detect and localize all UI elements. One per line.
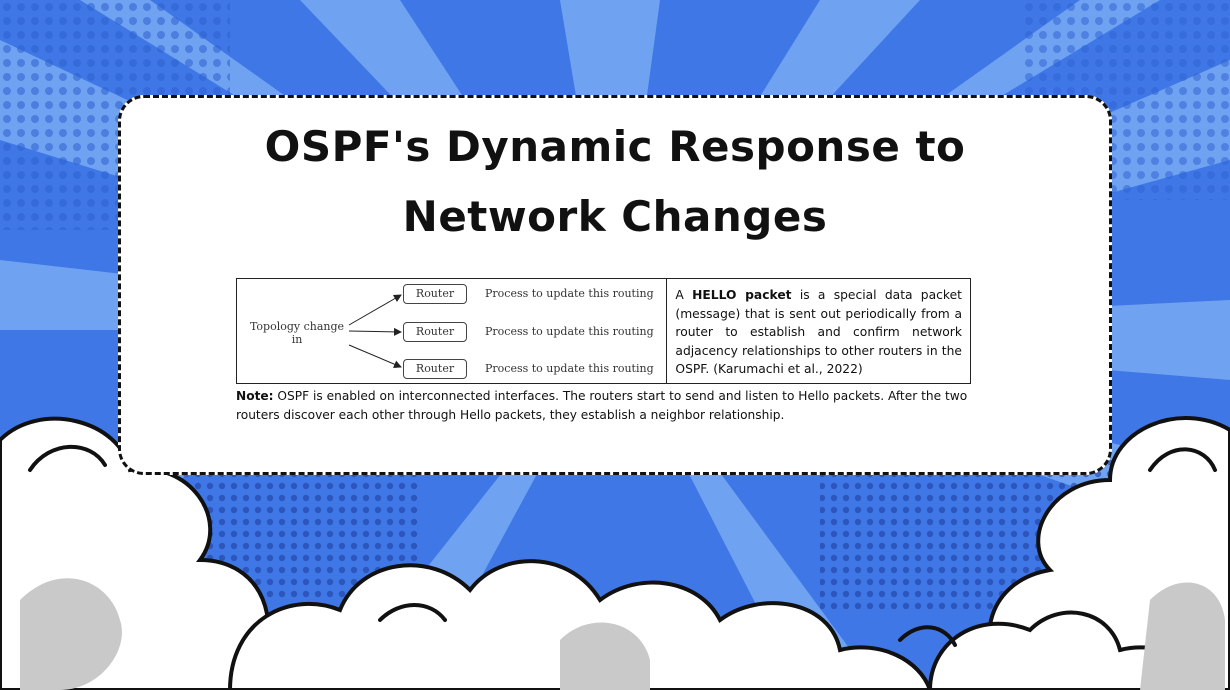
ospf-figure: Topology change in Router Router Router … bbox=[236, 278, 971, 384]
topology-change-label: Topology change in bbox=[247, 320, 347, 346]
topology-label-line2: in bbox=[291, 333, 303, 346]
slide-title: OSPF's Dynamic Response to Network Chang… bbox=[121, 112, 1109, 252]
arrow-lines bbox=[348, 294, 402, 368]
router-box-2: Router bbox=[403, 322, 467, 342]
hello-text: is a special data packet (message) that … bbox=[675, 288, 962, 376]
note-label: Note: bbox=[236, 389, 274, 403]
note-text: OSPF is enabled on interconnected interf… bbox=[236, 389, 968, 422]
process-label-3: Process to update this routing bbox=[485, 362, 654, 375]
router-box-1: Router bbox=[403, 284, 467, 304]
hello-packet-description: A HELLO packet is a special data packet … bbox=[667, 279, 970, 383]
topology-diagram: Topology change in Router Router Router … bbox=[237, 279, 668, 383]
slide-title-line2: Network Changes bbox=[402, 192, 828, 241]
slide-title-line1: OSPF's Dynamic Response to bbox=[264, 122, 966, 171]
hello-term: HELLO packet bbox=[692, 288, 792, 302]
process-label-2: Process to update this routing bbox=[485, 325, 654, 338]
cloud-decoration bbox=[0, 416, 1230, 690]
process-label-1: Process to update this routing bbox=[485, 287, 654, 300]
topology-label-line1: Topology change bbox=[249, 320, 345, 333]
hello-prefix: A bbox=[675, 288, 684, 302]
content-card: OSPF's Dynamic Response to Network Chang… bbox=[118, 95, 1112, 475]
note-paragraph: Note: OSPF is enabled on interconnected … bbox=[236, 387, 976, 424]
router-box-3: Router bbox=[403, 359, 467, 379]
